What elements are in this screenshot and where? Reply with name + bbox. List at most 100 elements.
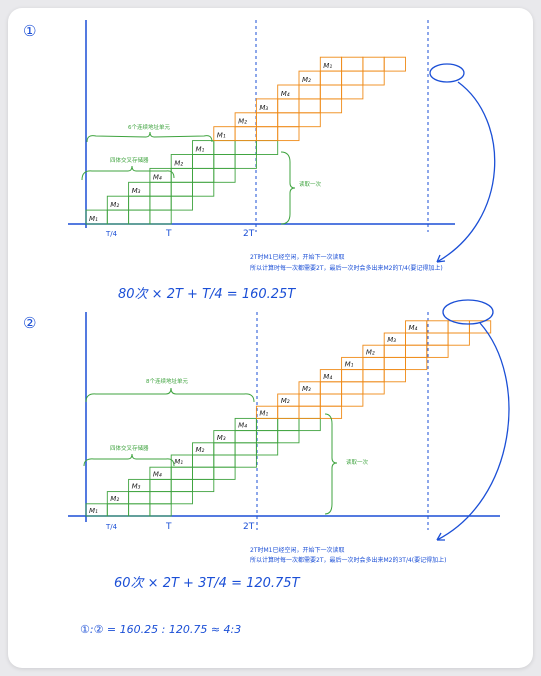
- time-cell: [192, 154, 215, 169]
- time-cell: [277, 98, 300, 114]
- access-row: M₂: [170, 154, 257, 169]
- module-label: M₃: [132, 187, 141, 195]
- time-cell: [106, 209, 130, 225]
- module-label: M₂: [110, 201, 119, 209]
- time-cell: [341, 56, 364, 72]
- diagram-number: ①: [23, 22, 36, 40]
- access-row: M₁: [213, 126, 300, 142]
- module-label: M₁: [196, 146, 205, 154]
- module-label: M₁: [259, 409, 268, 417]
- module-label: M₁: [174, 458, 183, 466]
- curved-arrow: [436, 322, 510, 541]
- access-row: M₃: [128, 478, 215, 493]
- time-cell: [255, 140, 279, 155]
- read-label: 读取一次: [299, 180, 322, 188]
- access-row: M₂: [277, 393, 364, 407]
- time-cell: [319, 70, 343, 86]
- time-cell: [383, 56, 406, 72]
- caption-line-1: 2T时M1已经空闲，开始下一次读取: [250, 546, 344, 554]
- access-row: M₄: [319, 369, 406, 383]
- module-label: M₂: [238, 118, 247, 126]
- time-cell: [362, 369, 385, 383]
- brace-top-label: 6个连续地址单元: [128, 123, 170, 131]
- access-row: M₂: [106, 195, 193, 211]
- time-cell: [234, 126, 257, 142]
- time-cell: [192, 181, 215, 197]
- module-label: M₃: [132, 483, 141, 491]
- time-cell: [362, 56, 385, 72]
- module-label: M₄: [238, 422, 247, 430]
- time-cell: [234, 140, 257, 155]
- arrow-head: [436, 254, 446, 263]
- time-cell: [426, 344, 449, 358]
- time-cell: [447, 332, 470, 346]
- diagram-2: ② T/4 T 2T M₁M₂M₃M₄M₁M₂M₃M₄M₁M₂M₃M₄M₁M₂M…: [23, 299, 510, 591]
- access-row: M₃: [255, 98, 343, 114]
- time-cell: [213, 154, 236, 169]
- module-label: M₄: [409, 324, 418, 332]
- time-cell: [341, 70, 364, 86]
- time-cell: [128, 503, 151, 517]
- time-cell: [149, 209, 172, 225]
- time-cell: [149, 491, 172, 505]
- module-label: M₄: [153, 470, 162, 478]
- access-row: M₁: [85, 209, 172, 225]
- access-row: M₄: [405, 320, 492, 334]
- time-cell: [128, 491, 151, 505]
- time-cell: [298, 112, 321, 128]
- time-cell: [319, 84, 343, 100]
- module-label: M₂: [281, 397, 290, 405]
- x-tick-label: T: [165, 229, 172, 239]
- module-label: M₁: [323, 62, 332, 70]
- time-cell: [298, 393, 321, 407]
- module-label: M₄: [323, 373, 332, 381]
- brace-read: [324, 413, 338, 515]
- brace-bottom-label: 四体交叉存储器: [110, 156, 149, 164]
- access-row: M₁: [255, 405, 343, 419]
- time-cell: [170, 195, 193, 211]
- module-label: M₁: [345, 361, 354, 369]
- brace-bottom: [81, 165, 175, 181]
- access-row: M₂: [298, 70, 385, 86]
- brace-top: [85, 387, 255, 403]
- caption-line-2: 所以计算时每一次都需要2T，最后一次时会多出来M2的3T/4(要记得加上): [250, 556, 446, 564]
- access-row: M₂: [106, 491, 193, 505]
- time-cell: [319, 393, 343, 407]
- module-label: M₂: [196, 446, 205, 454]
- time-cell: [277, 126, 300, 142]
- time-cell: [149, 478, 172, 493]
- time-cell: [170, 167, 193, 183]
- time-cell: [277, 417, 300, 432]
- time-cell: [234, 442, 257, 456]
- time-cell: [234, 430, 257, 444]
- time-cell: [405, 332, 428, 346]
- time-cell: [170, 466, 193, 480]
- time-cell: [383, 356, 406, 371]
- time-cell: [341, 369, 364, 383]
- time-cell: [170, 478, 193, 493]
- time-cell: [298, 405, 321, 419]
- time-cell: [319, 98, 343, 114]
- access-row: M₃: [298, 381, 385, 395]
- caption-line-2: 所以计算时每一次都需要2T，最后一次时会多出来M2的T/4(要记得加上): [250, 264, 443, 272]
- time-cell: [234, 454, 257, 468]
- module-label: M₂: [302, 76, 311, 84]
- time-cell: [255, 126, 279, 142]
- time-cell: [192, 454, 215, 468]
- arrow-head: [436, 532, 445, 541]
- highlight-ellipse: [429, 63, 465, 83]
- module-label: M₄: [281, 90, 290, 98]
- access-row: M₄: [277, 84, 364, 100]
- time-cell: [128, 195, 151, 211]
- time-cell: [362, 356, 385, 371]
- module-label: M₃: [387, 336, 396, 344]
- time-cell: [234, 154, 257, 169]
- highlight-ellipse: [442, 299, 494, 325]
- time-cell: [362, 381, 385, 395]
- module-label: M₁: [217, 132, 226, 140]
- time-cell: [341, 381, 364, 395]
- access-row: M₄: [149, 167, 236, 183]
